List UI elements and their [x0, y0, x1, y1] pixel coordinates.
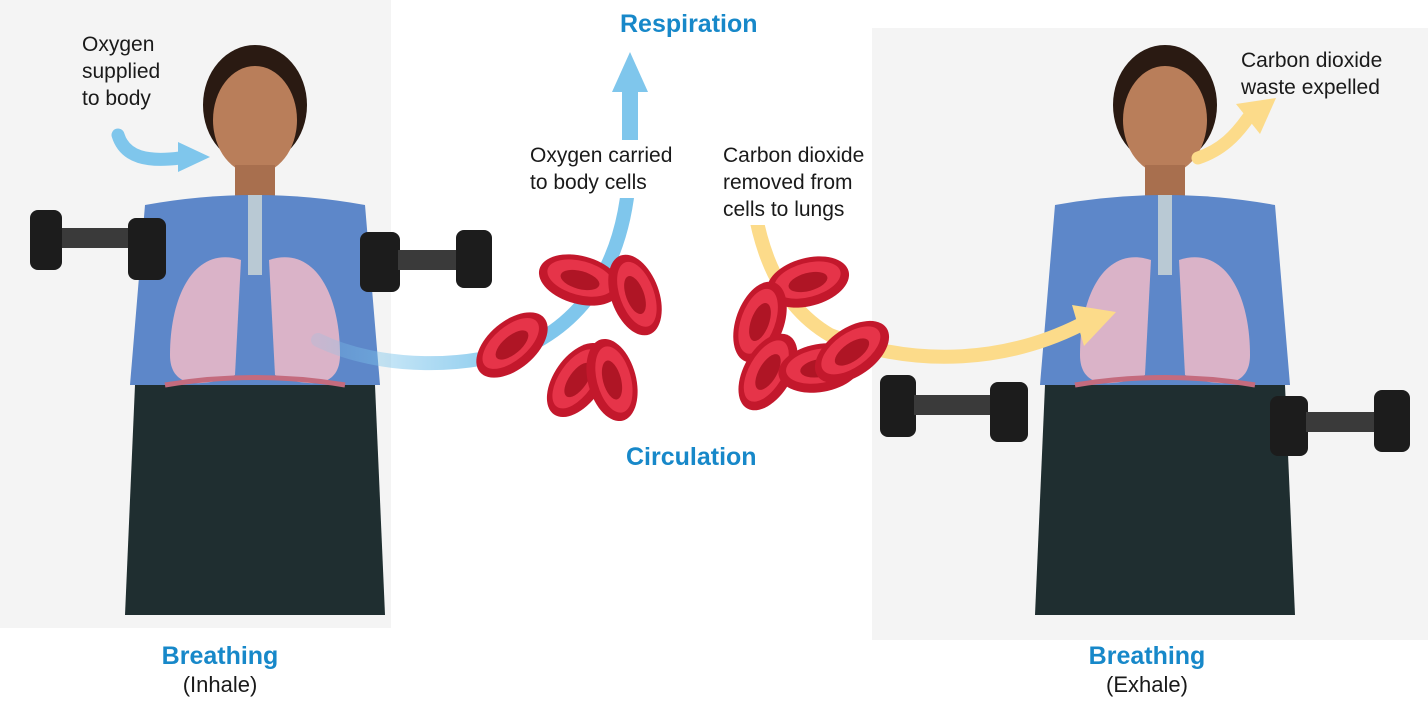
oxygen-intake-arrow — [118, 135, 210, 172]
callout-line: Carbon dioxide — [1241, 47, 1382, 74]
red-blood-cells-oxygenated — [464, 246, 672, 428]
red-blood-cells-deoxygenated — [723, 248, 900, 420]
exhale-subheading: (Exhale) — [1067, 671, 1227, 698]
label-line: removed from — [723, 169, 864, 196]
respiration-title: Respiration — [620, 10, 758, 39]
co2-expelled-label: Carbon dioxide waste expelled — [1241, 47, 1382, 101]
callout-line: supplied — [82, 58, 160, 85]
callout-line: Oxygen — [82, 31, 160, 58]
person-inhaling — [125, 45, 385, 615]
circulation-label: Circulation — [626, 443, 757, 472]
exhale-caption: Breathing (Exhale) — [1067, 642, 1227, 698]
label-line: Carbon dioxide — [723, 142, 864, 169]
inhale-heading: Breathing — [140, 642, 300, 671]
exhale-heading: Breathing — [1067, 642, 1227, 671]
oxygen-supplied-label: Oxygen supplied to body — [82, 31, 160, 112]
label-line: cells to lungs — [723, 196, 864, 223]
co2-removed-label: Carbon dioxide removed from cells to lun… — [719, 140, 868, 225]
inhale-subheading: (Inhale) — [140, 671, 300, 698]
label-line: to body cells — [530, 169, 672, 196]
label-line: Oxygen carried — [530, 142, 672, 169]
oxygen-carried-label: Oxygen carried to body cells — [526, 140, 676, 198]
callout-line: to body — [82, 85, 160, 112]
inhale-caption: Breathing (Inhale) — [140, 642, 300, 698]
callout-line: waste expelled — [1241, 74, 1382, 101]
